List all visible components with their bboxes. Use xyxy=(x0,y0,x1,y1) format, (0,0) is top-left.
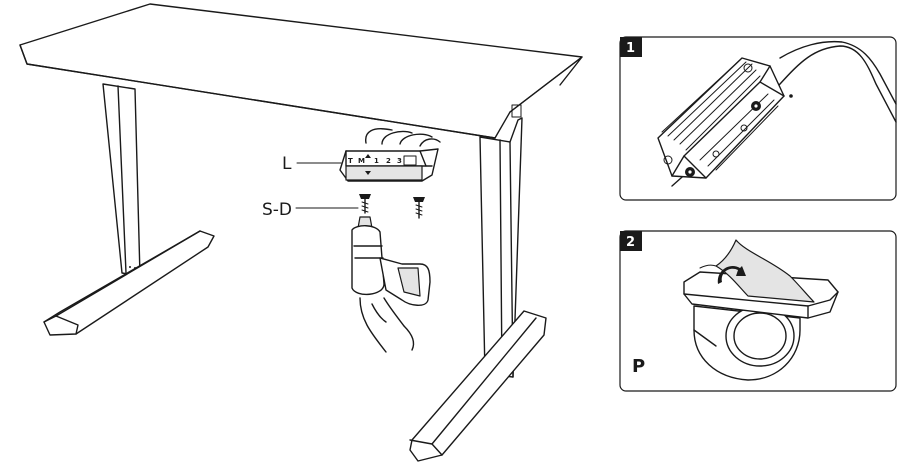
pad-icon xyxy=(683,239,839,381)
controller-button-m: M xyxy=(358,157,365,165)
right-foot xyxy=(409,310,547,462)
svg-text:S-D: S-D xyxy=(262,200,292,220)
desk: T M 1 2 3 L S-D xyxy=(19,3,583,462)
step-2-panel: 2 P xyxy=(619,230,897,392)
screw-icon xyxy=(359,194,371,214)
left-leg-column xyxy=(102,83,141,277)
step-2-badge xyxy=(620,231,642,251)
mounted-controller xyxy=(657,57,785,179)
controller-l: T M 1 2 3 xyxy=(339,148,439,182)
drill-icon xyxy=(351,216,431,306)
up-arrow-icon xyxy=(365,154,371,158)
screw-icon-3 xyxy=(751,101,761,111)
step-1-badge xyxy=(620,37,642,57)
table-corner xyxy=(671,40,897,187)
controller-cables xyxy=(365,128,441,147)
rotate-arrow-icon xyxy=(717,265,746,284)
tabletop xyxy=(19,3,583,139)
down-arrow-icon xyxy=(365,171,371,175)
step-2-number: 2 xyxy=(626,235,635,250)
hand-icon xyxy=(359,297,415,353)
label-l: L xyxy=(282,154,342,174)
screw-icon-2 xyxy=(413,197,425,219)
svg-text:L: L xyxy=(282,154,292,174)
step-1-panel: 1 xyxy=(619,36,897,201)
controller-button-3: 3 xyxy=(397,157,402,165)
display-icon xyxy=(403,155,417,166)
controller-button-t: T xyxy=(348,157,353,165)
controller-button-2: 2 xyxy=(386,157,391,165)
step-1-number: 1 xyxy=(626,41,635,56)
left-foot xyxy=(43,230,215,336)
controller-button-1: 1 xyxy=(374,157,379,165)
label-s-d: S-D xyxy=(262,200,359,220)
label-p: P xyxy=(632,356,645,377)
screw-icon-4 xyxy=(685,167,695,177)
